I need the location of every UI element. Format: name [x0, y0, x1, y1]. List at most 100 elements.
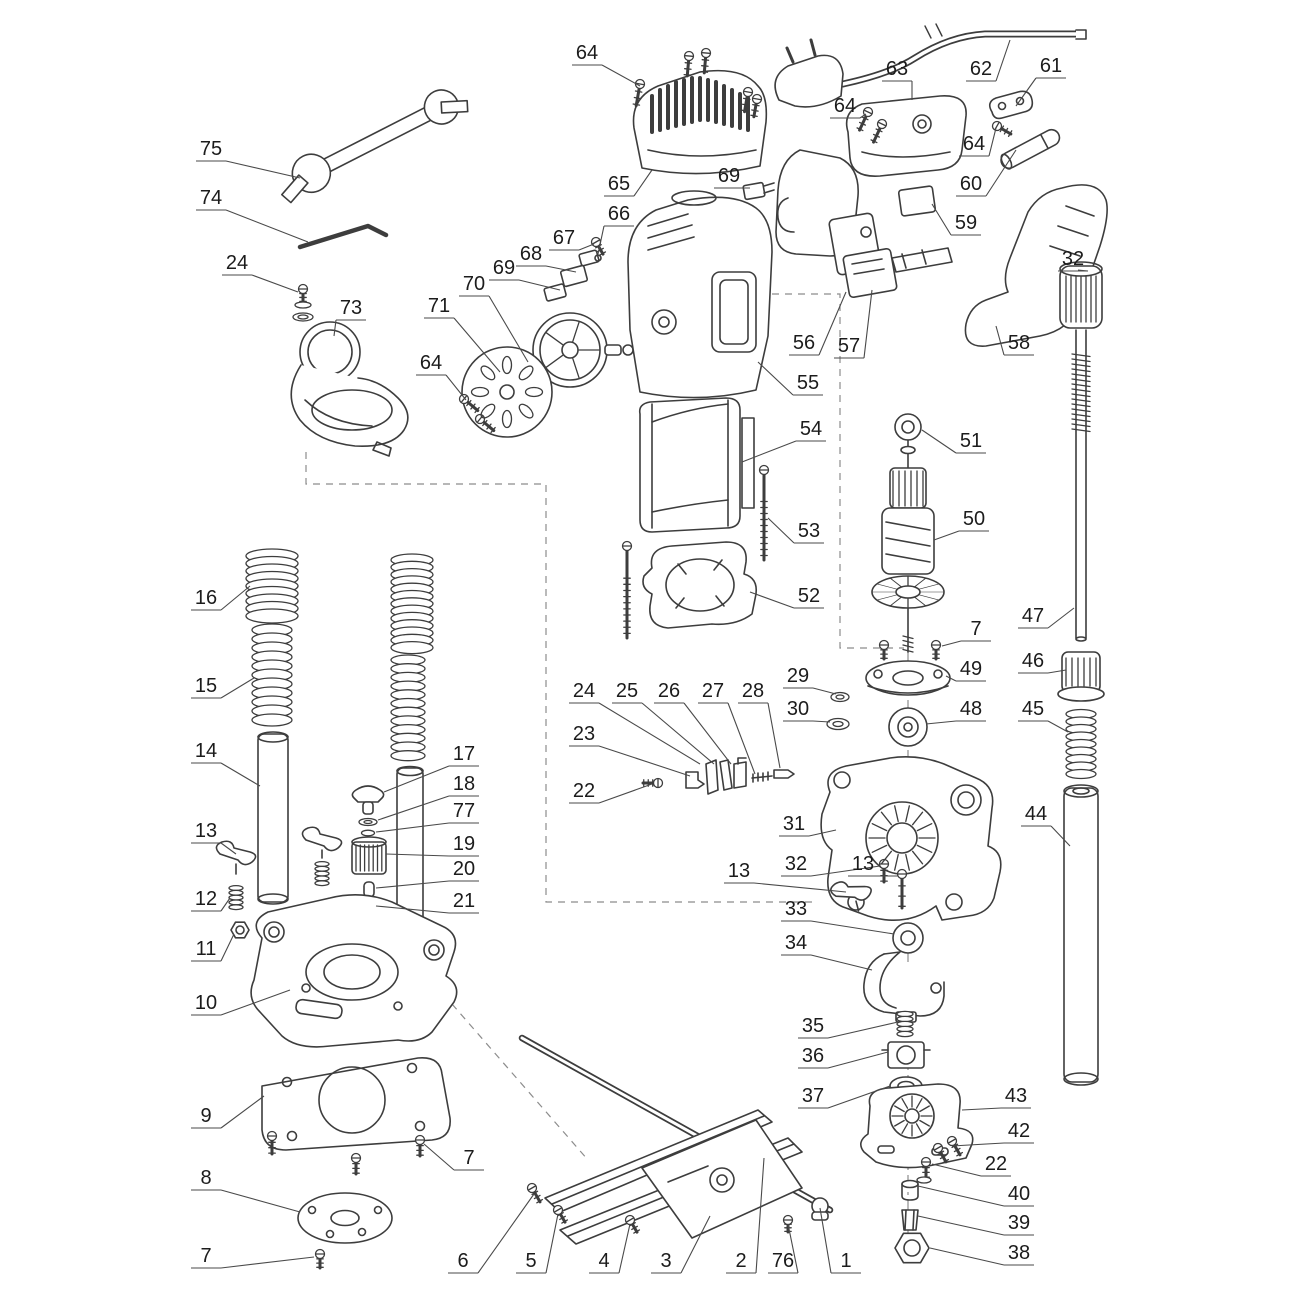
part-label-50: 50: [933, 508, 989, 541]
part-59-module: [897, 185, 937, 217]
svg-text:76: 76: [772, 1250, 794, 1272]
part-49-bearing-plate: [865, 660, 951, 696]
part-label-58: 58: [995, 325, 1034, 356]
part-label-67: 67: [549, 227, 595, 251]
svg-text:14: 14: [195, 740, 217, 762]
part-label-24: 24: [222, 252, 299, 293]
part-edge-guide-assembly: [518, 1034, 834, 1245]
part-label-59: 59: [931, 203, 981, 236]
part-label-13: 13: [191, 820, 237, 855]
part-62-power-cord-plug: [774, 23, 1087, 108]
part-label-14: 14: [191, 740, 261, 787]
svg-text:10: 10: [195, 992, 217, 1014]
part-label-61: 61: [1015, 55, 1066, 107]
part-label-75: 75: [196, 138, 301, 179]
part-label-42: 42: [951, 1120, 1034, 1147]
washer-ring: [294, 301, 312, 309]
svg-text:29: 29: [787, 665, 809, 687]
part-label-8: 8: [191, 1167, 301, 1213]
svg-text:75: 75: [200, 138, 222, 160]
svg-text:36: 36: [802, 1045, 824, 1067]
part-label-2: 2: [726, 1157, 765, 1274]
svg-text:7: 7: [463, 1147, 474, 1169]
svg-text:20: 20: [453, 858, 475, 880]
washer-ring: [916, 1176, 932, 1184]
part-17-knob: [351, 785, 385, 815]
part-13-wing-knob-center: [830, 881, 872, 912]
svg-text:42: 42: [1008, 1120, 1030, 1142]
part-label-53: 53: [767, 517, 824, 544]
part-label-73: 73: [333, 297, 366, 337]
svg-text:24: 24: [573, 680, 595, 702]
part-label-51: 51: [921, 429, 986, 454]
svg-text:63: 63: [886, 58, 908, 80]
spring-coil: [228, 884, 244, 911]
svg-text:68: 68: [520, 243, 542, 265]
svg-text:48: 48: [960, 698, 982, 720]
svg-text:13: 13: [728, 860, 750, 882]
washer-ring: [292, 312, 314, 322]
part-label-12: 12: [191, 888, 231, 912]
part-label-17: 17: [383, 743, 479, 793]
screw: [740, 86, 754, 114]
part-label-64: 64: [830, 95, 867, 119]
part-33-bearing: [892, 922, 924, 954]
screw: [946, 1135, 964, 1157]
part-label-29: 29: [783, 665, 837, 695]
part-label-9: 9: [191, 1095, 265, 1129]
svg-text:56: 56: [793, 332, 815, 354]
part-69-terminal: [742, 181, 775, 201]
svg-text:33: 33: [785, 898, 807, 920]
part-label-30: 30: [783, 698, 831, 723]
part-label-25: 25: [612, 680, 715, 765]
svg-text:49: 49: [960, 658, 982, 680]
spring-coil: [245, 548, 299, 624]
part-label-47: 47: [1018, 605, 1075, 629]
part-label-62: 62: [966, 39, 1011, 82]
knurl-lines: [1065, 657, 1097, 687]
part-label-68: 68: [516, 243, 577, 273]
screw: [932, 1142, 950, 1164]
part-60-pin: [1000, 128, 1061, 170]
part-label-32: 32: [781, 853, 881, 877]
part-47-threaded-rod: [1075, 329, 1087, 642]
part-label-5: 5: [516, 1213, 559, 1274]
part-75-wrench: [280, 89, 469, 204]
part-46-adjust-knob: [1057, 651, 1105, 702]
svg-text:73: 73: [340, 297, 362, 319]
svg-text:26: 26: [658, 680, 680, 702]
part-70-speed-dial-cover: [461, 346, 553, 438]
part-48-bearing: [888, 707, 928, 747]
part-10-plunge-base: [250, 894, 458, 1048]
washer-ring: [358, 817, 378, 827]
svg-text:35: 35: [802, 1015, 824, 1037]
part-label-64: 64: [572, 42, 641, 87]
part-label-27: 27: [698, 680, 756, 775]
part-label-64: 64: [959, 127, 997, 157]
svg-text:8: 8: [200, 1167, 211, 1189]
svg-text:9: 9: [200, 1105, 211, 1127]
part-56-switch: [828, 212, 898, 299]
part-label-16: 16: [191, 585, 251, 611]
part-63-handle-housing: [845, 95, 967, 177]
screw: [621, 540, 633, 640]
svg-text:23: 23: [573, 723, 595, 745]
part-label-3: 3: [651, 1215, 711, 1274]
part-13-wing-knob-mid: [301, 826, 343, 859]
svg-text:28: 28: [742, 680, 764, 702]
svg-text:67: 67: [553, 227, 575, 249]
part-label-31: 31: [779, 813, 837, 837]
svg-text:60: 60: [960, 173, 982, 195]
part-74-hex-key: [297, 223, 389, 250]
part-label-6: 6: [448, 1193, 535, 1274]
radial-fins: [868, 805, 936, 871]
part-50-armature: [871, 439, 945, 653]
svg-text:44: 44: [1025, 803, 1047, 825]
screw: [552, 1204, 569, 1224]
svg-text:22: 22: [985, 1153, 1007, 1175]
svg-text:54: 54: [800, 418, 822, 440]
part-label-13: 13: [724, 860, 847, 893]
thread-ticks: [902, 635, 914, 653]
part-label-7: 7: [191, 1245, 315, 1269]
